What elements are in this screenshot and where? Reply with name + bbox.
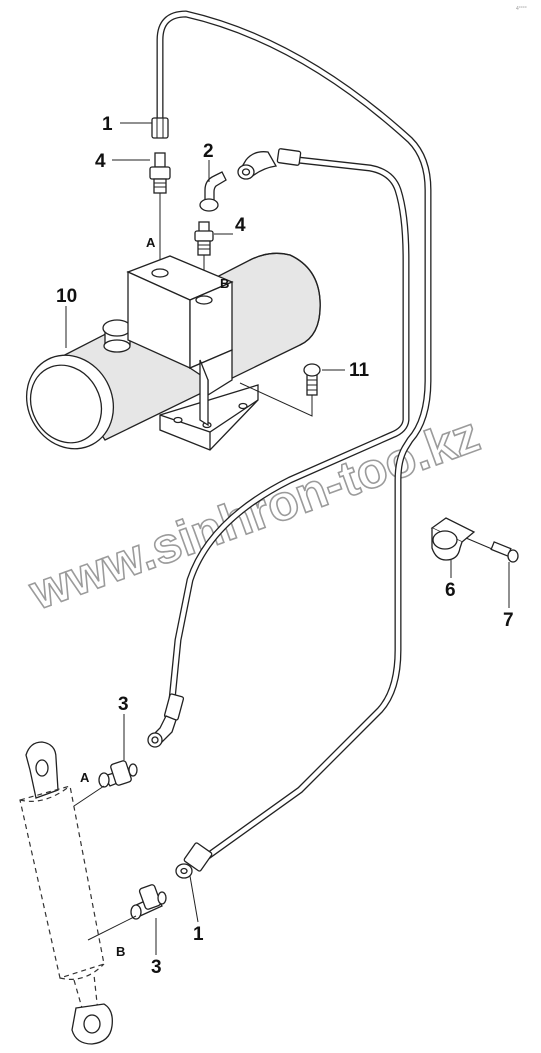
pipes [156,10,432,862]
hose-ends [147,117,302,879]
fitting-3-lower [130,884,167,920]
fitting-4-left [149,152,171,194]
port-label-pump-b: B [220,276,229,291]
port-label-cylinder-b: B [116,944,125,959]
fitting-3-upper [98,760,138,788]
pipe-nut-top [151,117,169,139]
leader-lines [65,122,510,955]
screw-11-icon [239,363,321,417]
callout-3-upper: 3 [118,694,129,715]
pipe-nut-bottom [175,842,213,879]
callout-1-top: 1 [102,114,113,135]
hydraulic-pump-motor-icon [25,252,321,451]
fitting-4-right [194,221,214,256]
callout-6: 6 [445,580,456,601]
callout-4-left: 4 [95,151,106,172]
port-label-pump-a: A [146,235,156,250]
hose-elbow-bottom [147,693,185,748]
callout-7: 7 [503,610,514,631]
callout-2: 2 [203,141,214,162]
callout-11: 11 [349,360,370,381]
callout-1-bottom: 1 [193,924,204,945]
corner-code: 4°°°° [516,6,527,12]
callout-4-right: 4 [235,215,246,236]
hydraulic-cylinder-icon [19,741,113,1045]
screw-7-icon [465,537,519,563]
port-label-cylinder-a: A [80,770,90,785]
fitting-2-elbow [199,171,227,212]
filler-cap [102,319,132,353]
pipe-clamp-icon [430,517,476,561]
hose-elbow-top [237,148,302,180]
callout-3-lower: 3 [151,957,162,978]
callout-10: 10 [56,286,77,307]
